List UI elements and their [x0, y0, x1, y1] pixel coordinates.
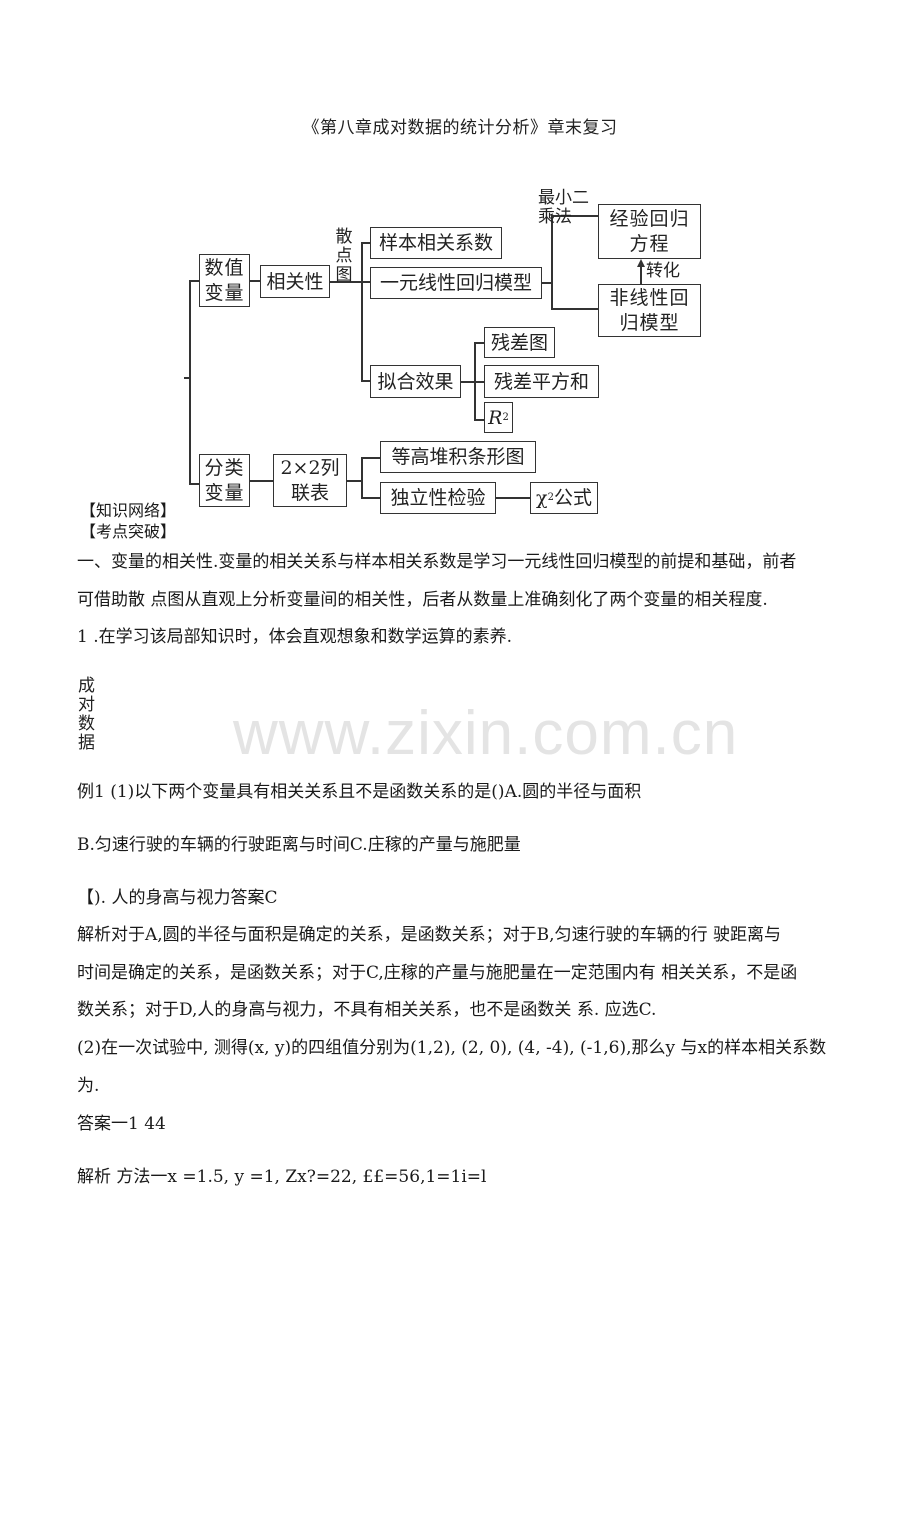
connector — [495, 497, 530, 499]
r-squared-base: R — [488, 406, 503, 429]
branch-line — [551, 215, 553, 309]
transform-arrow-line — [640, 265, 642, 284]
chi-formula-suffix: 公式 — [553, 487, 592, 509]
label-scatter-plot: 散 点 图 — [334, 228, 354, 285]
connector — [474, 342, 484, 344]
side-vertical-text: 成 对 数 据 — [78, 677, 98, 753]
example2-line-2: 为. — [77, 1076, 100, 1096]
node-correlation: 相关性 — [260, 265, 330, 298]
trunk-line — [189, 280, 191, 484]
label-line: 乘法 — [538, 207, 572, 227]
intro-line-3: 1 .在学习该局部知识时，体会直观想象和数学运算的素养. — [77, 627, 513, 647]
connector — [361, 497, 380, 499]
example1-line-2: B.匀速行驶的车辆的行驶距离与时间C.庄稼的产量与施肥量 — [77, 835, 521, 855]
node-empirical-regression-equation: 经验回归方程 — [598, 204, 701, 259]
connector — [361, 457, 380, 459]
r-squared-exponent: 2 — [502, 411, 509, 423]
example2-line-1: (2)在一次试验中, 测得(x, y)的四组值分别为(1,2), (2, 0),… — [77, 1038, 827, 1058]
label-line: 最小二 — [538, 188, 589, 208]
side-char: 据 — [78, 733, 95, 753]
example1-line-3: 【). 人的身高与视力答案C — [77, 888, 278, 908]
label-transform: 转化 — [646, 261, 680, 281]
connector — [361, 242, 370, 244]
connector — [474, 419, 484, 421]
trunk-stub — [184, 377, 190, 379]
analysis-2: 解析 方法一x =1.5, y =1, Zx?=22, ££=56,1=1i=l — [77, 1167, 487, 1187]
page-title: 《第八章成对数据的统计分析》章末复习 — [302, 118, 618, 138]
answer-2: 答案一1 44 — [77, 1114, 166, 1134]
connector — [249, 280, 260, 282]
label-char: 点 — [335, 246, 353, 266]
intro-line-2: 可借助散 点图从直观上分析变量间的相关性，后者从数量上准确刻化了两个变量的相关程… — [77, 590, 768, 610]
node-categorical-variable: 分类变量 — [199, 454, 250, 507]
connector — [189, 483, 199, 485]
analysis-line-1: 解析对于A,圆的半径与面积是确定的关系，是函数关系；对于B,匀速行驶的车辆的行 … — [77, 925, 781, 945]
section-key-points: 【考点突破】 — [80, 522, 177, 541]
label-char: 散 — [335, 227, 353, 247]
section-knowledge-network: 【知识网络】 — [80, 501, 177, 520]
branch-line — [361, 242, 363, 381]
node-linear-regression-model: 一元线性回归模型 — [370, 267, 542, 299]
connector — [541, 282, 552, 284]
node-residual-sum-of-squares: 残差平方和 — [484, 365, 599, 398]
side-char: 成 — [78, 676, 95, 696]
watermark: www.zixin.com.cn — [233, 699, 739, 768]
connector — [460, 381, 484, 383]
side-char: 对 — [78, 695, 95, 715]
intro-line-1: 一、变量的相关性.变量的相关关系与样本相关系数是学习一元线性回归模型的前提和基础… — [77, 552, 797, 572]
label-least-squares: 最小二 乘法 — [538, 189, 589, 227]
connector — [551, 308, 598, 310]
connector — [361, 380, 370, 382]
node-contingency-table: 2×2列联表 — [273, 454, 347, 507]
label-char: 图 — [335, 265, 353, 285]
connector — [329, 281, 370, 283]
node-fitting-effect: 拟合效果 — [370, 365, 461, 398]
arrow-up-icon — [637, 259, 645, 267]
connector — [551, 215, 598, 217]
node-numeric-variable: 数值变量 — [199, 254, 250, 307]
chi-exponent: 2 — [547, 492, 554, 503]
branch-line — [361, 457, 363, 498]
connector — [346, 480, 362, 482]
node-sample-correlation-coefficient: 样本相关系数 — [370, 227, 502, 259]
branch-line — [474, 342, 476, 420]
analysis-line-3: 数关系；对于D,人的身高与视力，不具有相关关系，也不是函数关 系. 应选C. — [77, 1000, 657, 1020]
node-nonlinear-regression-model: 非线性回归模型 — [598, 284, 701, 337]
analysis-line-2: 时间是确定的关系，是函数关系；对于C,庄稼的产量与施肥量在一定范围内有 相关关系… — [77, 963, 798, 983]
node-residual-plot: 残差图 — [484, 327, 555, 358]
connector — [249, 480, 273, 482]
node-independence-test: 独立性检验 — [380, 482, 496, 514]
example1-line-1: 例1 (1)以下两个变量具有相关关系且不是函数关系的是()A.圆的半径与面积 — [77, 782, 642, 802]
connector — [189, 280, 199, 282]
node-stacked-bar-chart: 等高堆积条形图 — [380, 441, 536, 473]
chi-symbol: χ — [536, 487, 548, 509]
side-char: 数 — [78, 714, 95, 734]
